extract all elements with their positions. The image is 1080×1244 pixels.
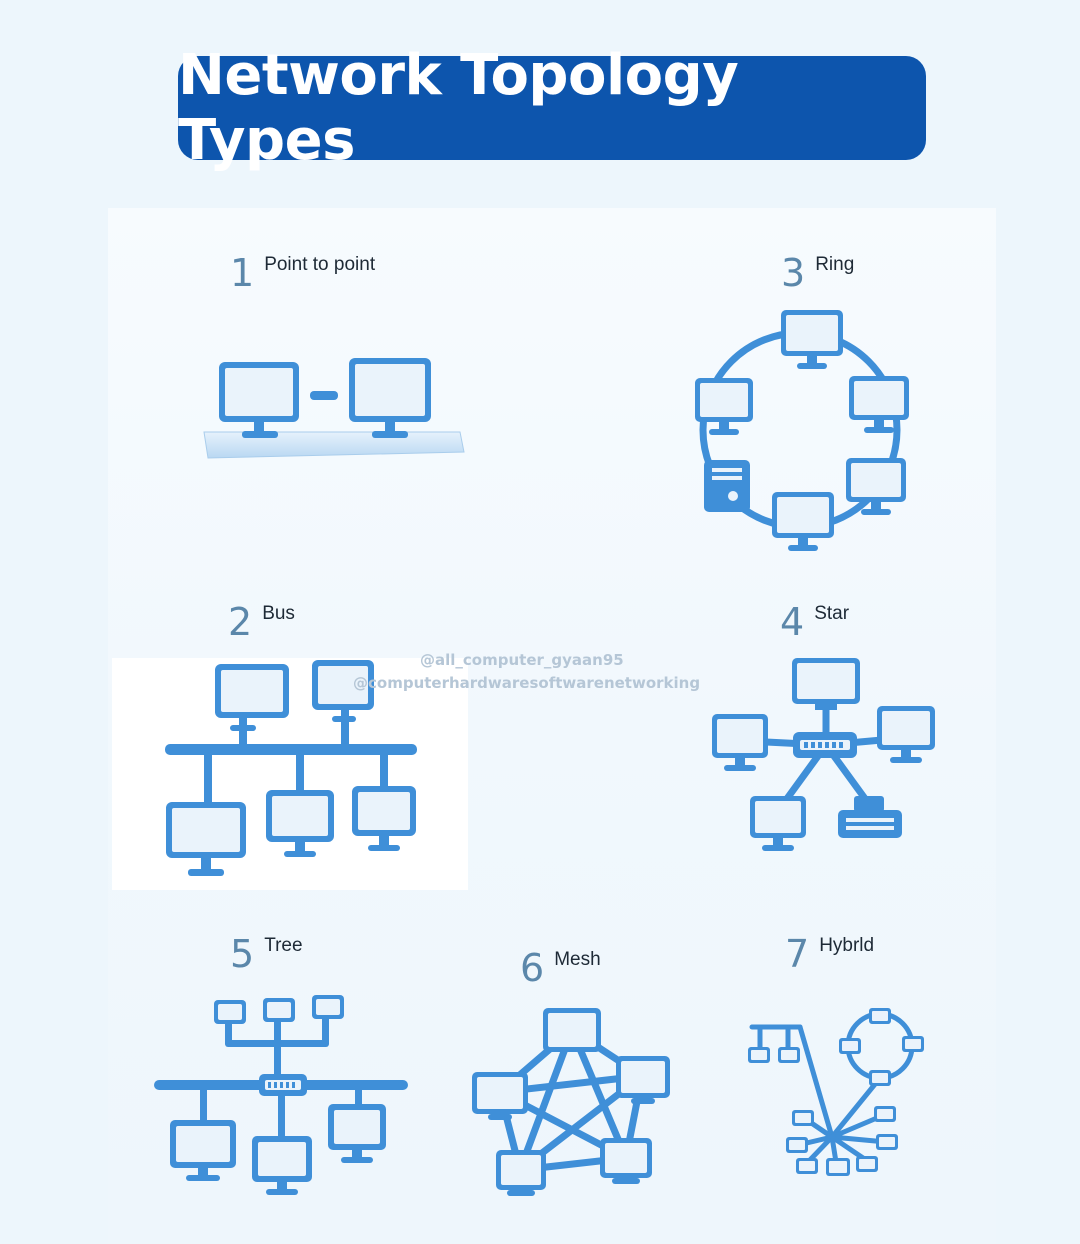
computer-icon xyxy=(600,1138,652,1184)
computer-icon xyxy=(750,796,806,851)
label-tree: 5 Tree xyxy=(230,935,303,973)
star-diagram xyxy=(712,658,935,851)
computer-icon xyxy=(349,358,431,438)
point-to-point-diagram xyxy=(203,358,465,459)
title-banner: Network Topology Types xyxy=(178,43,926,173)
computer-icon xyxy=(472,1072,528,1120)
ring-diagram xyxy=(695,310,909,551)
computer-icon xyxy=(312,995,344,1019)
page-title: Network Topology Types xyxy=(178,43,739,173)
link-line xyxy=(310,391,338,400)
computer-icon xyxy=(772,492,834,551)
topology-name: Bus xyxy=(262,603,295,624)
computer-icon xyxy=(328,1104,386,1163)
tree-diagram xyxy=(154,995,408,1195)
computer-icon xyxy=(792,658,860,710)
computer-icon xyxy=(543,1008,601,1052)
printer-icon xyxy=(838,796,902,838)
switch-icon xyxy=(793,732,857,758)
computer-icon xyxy=(877,706,935,763)
topology-number: 4 xyxy=(780,600,805,644)
topology-name: Star xyxy=(814,603,850,624)
computer-icon xyxy=(266,790,334,857)
label-mesh: 6 Mesh xyxy=(520,949,601,987)
watermark-handle-2: @computerhardwaresoftwarenetworking xyxy=(353,674,701,692)
label-point-to-point: 1 Point to point xyxy=(230,254,375,292)
hybrid-diagram xyxy=(748,1008,924,1176)
topology-number: 1 xyxy=(230,251,255,295)
topology-name: Hybrld xyxy=(819,935,875,956)
bus-backbone xyxy=(165,744,417,755)
computer-icon xyxy=(496,1150,546,1196)
computer-icon xyxy=(846,458,906,515)
topology-name: Tree xyxy=(264,935,303,956)
label-ring: 3 Ring xyxy=(781,254,854,292)
computer-icon xyxy=(352,786,416,851)
computer-icon xyxy=(215,664,289,731)
bus-diagram xyxy=(112,658,468,890)
computer-icon xyxy=(170,1120,236,1181)
label-star: 4 Star xyxy=(780,603,849,641)
topology-number: 5 xyxy=(230,932,255,976)
server-tower-icon xyxy=(704,460,750,512)
label-hybrid: 7 Hybrld xyxy=(785,935,874,973)
topology-number: 3 xyxy=(781,251,806,295)
computer-icon xyxy=(781,310,843,369)
computer-icon xyxy=(166,802,246,876)
computer-icon xyxy=(849,376,909,433)
topology-number: 6 xyxy=(520,946,545,990)
computer-icon xyxy=(252,1136,312,1195)
topology-name: Mesh xyxy=(554,949,601,970)
label-bus: 2 Bus xyxy=(228,603,295,641)
computer-icon xyxy=(219,362,299,438)
computer-icon xyxy=(214,1000,246,1024)
computer-icon xyxy=(616,1056,670,1104)
computer-icon xyxy=(263,998,295,1022)
topology-number: 2 xyxy=(228,600,253,644)
computer-icon xyxy=(312,660,374,722)
mesh-nodes xyxy=(472,1008,670,1196)
topology-number: 7 xyxy=(785,932,810,976)
topology-name: Point to point xyxy=(264,254,376,275)
topology-name: Ring xyxy=(815,254,855,275)
computer-icon xyxy=(695,378,753,435)
watermark-handle-1: @all_computer_gyaan95 xyxy=(420,651,624,669)
switch-icon xyxy=(259,1074,307,1096)
computer-icon xyxy=(712,714,768,771)
